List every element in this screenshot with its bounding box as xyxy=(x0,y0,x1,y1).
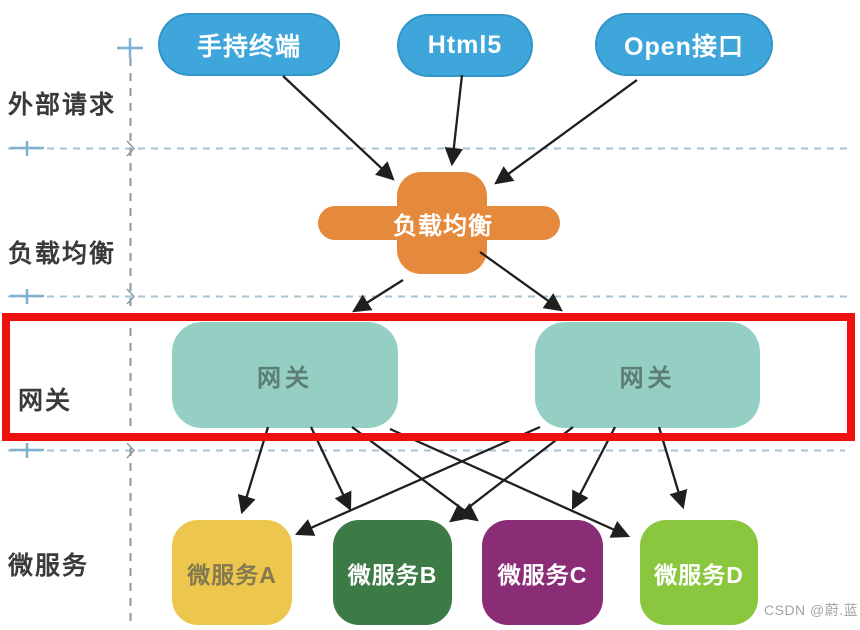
watermark-text: CSDN @蔚.蓝 xyxy=(764,602,859,618)
arrow-lb-to-gateway-left xyxy=(352,279,404,313)
node-microservice-a: 微服务A xyxy=(172,520,292,625)
node-microservice-c: 微服务C xyxy=(482,520,603,625)
gateway-highlight-frame xyxy=(2,313,855,441)
node-microservice-d: 微服务D xyxy=(640,520,758,625)
arrow-openapi-to-lb xyxy=(494,79,638,185)
node-html5: Html5 xyxy=(397,14,533,77)
arrow-gwright-to-a xyxy=(294,425,541,536)
node-gateway-right: 网关 xyxy=(535,322,760,428)
node-handheld-terminal: 手持终端 xyxy=(158,13,340,76)
load-balancer-shape-vertical xyxy=(397,172,487,274)
arrow-gwright-to-b xyxy=(449,426,574,523)
arrow-html5-to-lb xyxy=(444,74,464,167)
node-gateway-left: 网关 xyxy=(172,322,398,428)
lane-label-gateway: 网关 xyxy=(18,387,73,415)
node-open-api: Open接口 xyxy=(595,13,773,76)
arrow-lb-to-gateway-right xyxy=(479,251,563,312)
lane-label-external-requests: 外部请求 xyxy=(8,91,117,119)
node-load-balancer: 负载均衡 xyxy=(393,212,493,240)
node-microservice-b: 微服务B xyxy=(333,520,452,625)
arrow-handheld-to-lb xyxy=(282,75,395,181)
lane-label-microservices: 微服务 xyxy=(8,552,90,580)
lane-label-load-balancing: 负载均衡 xyxy=(8,240,117,268)
flow-arrows xyxy=(237,74,688,538)
